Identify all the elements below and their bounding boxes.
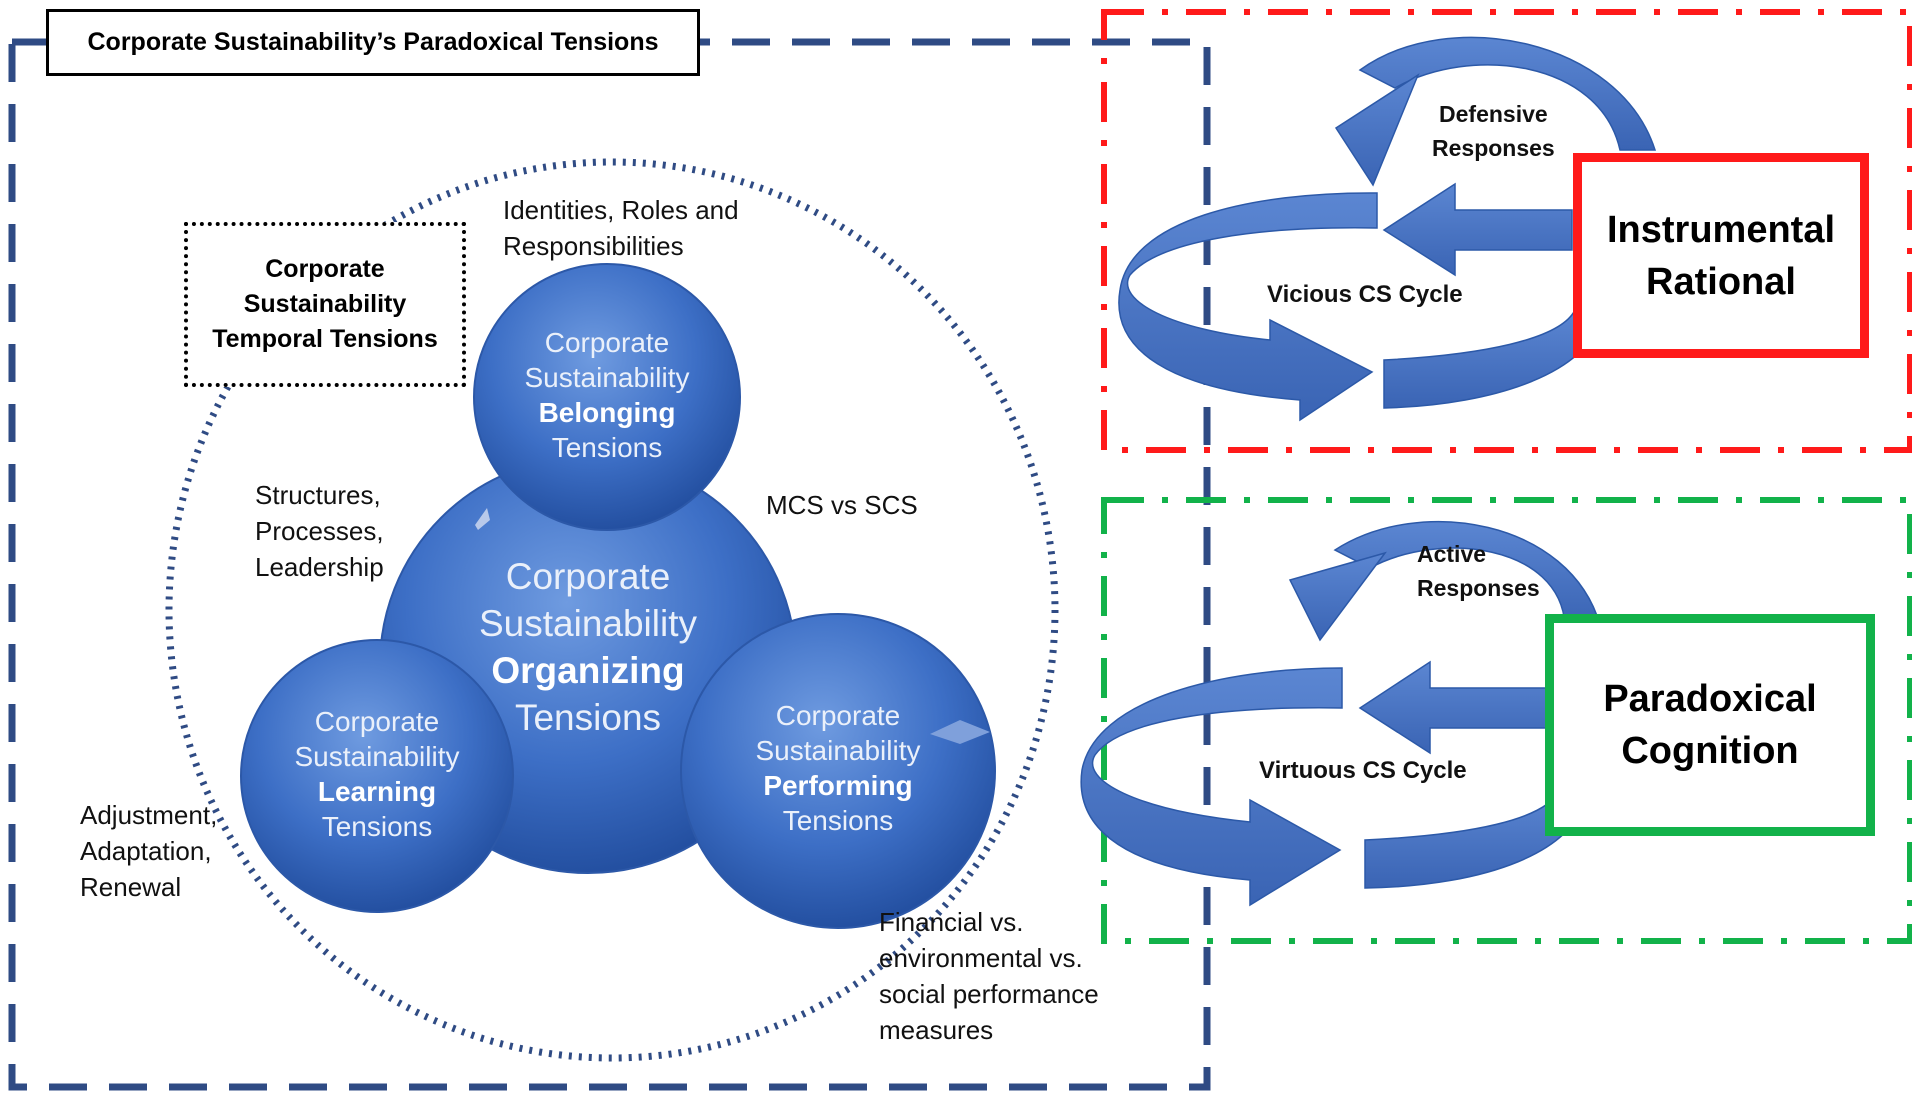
decor-diamond — [930, 720, 990, 744]
instrumental-rational-box: Instrumental Rational — [1573, 153, 1869, 358]
label-mcs: MCS vs SCS — [766, 490, 918, 520]
performing-circle — [680, 613, 996, 929]
performing-line2: Sustainability — [755, 735, 921, 766]
virtuous-cycle-arrows — [1080, 520, 1601, 907]
label-financial: Financial vs. environmental vs. social p… — [879, 907, 1099, 1045]
virtuous-frame — [1101, 497, 1912, 944]
belonging-circle — [473, 263, 741, 531]
belonging-line4: Tensions — [551, 432, 663, 463]
temporal-tensions-box: Corporate Sustainability Temporal Tensio… — [184, 222, 466, 387]
learning-label: Corporate Sustainability Learning Tensio… — [247, 704, 507, 844]
organizing-line1: Corporate — [505, 556, 671, 597]
diagram-title: Corporate Sustainability’s Paradoxical T… — [46, 9, 700, 76]
performing-line3: Performing — [763, 770, 913, 801]
performing-line1: Corporate — [775, 700, 901, 731]
paradoxical-cognition-box: Paradoxical Cognition — [1545, 614, 1875, 836]
defensive-responses-label: Defensive Responses — [1432, 101, 1555, 161]
belonging-line1: Corporate — [544, 327, 670, 358]
label-adjustment: Adjustment, Adaptation, Renewal — [80, 800, 218, 902]
label-structures: Structures, Processes, Leadership — [255, 480, 384, 582]
vicious-cycle-arrows — [1118, 36, 1657, 422]
learning-line4: Tensions — [321, 811, 433, 842]
organizing-line4: Tensions — [514, 697, 662, 738]
decor-diamond — [475, 508, 490, 530]
main-frame — [8, 38, 1211, 1091]
belonging-line3: Belonging — [538, 397, 676, 428]
organizing-line2: Sustainability — [478, 603, 697, 644]
organizing-line3: Organizing — [491, 650, 685, 691]
temporal-dotted-circle — [165, 158, 1059, 1062]
label-identities: Identities, Roles and Responsibilities — [503, 195, 739, 261]
belonging-label: Corporate Sustainability Belonging Tensi… — [477, 325, 737, 465]
performing-line4: Tensions — [782, 805, 894, 836]
learning-line1: Corporate — [314, 706, 440, 737]
active-responses-label: Active Responses — [1417, 541, 1540, 601]
learning-line3: Learning — [317, 776, 437, 807]
belonging-line2: Sustainability — [524, 362, 690, 393]
vicious-cycle-label: Vicious CS Cycle — [1267, 281, 1463, 308]
performing-label: Corporate Sustainability Performing Tens… — [708, 698, 968, 838]
vicious-frame — [1101, 9, 1912, 453]
virtuous-cycle-label: Virtuous CS Cycle — [1259, 757, 1467, 784]
learning-line2: Sustainability — [294, 741, 460, 772]
organizing-label: Corporate Sustainability Organizing Tens… — [428, 553, 748, 741]
learning-circle — [240, 639, 514, 913]
